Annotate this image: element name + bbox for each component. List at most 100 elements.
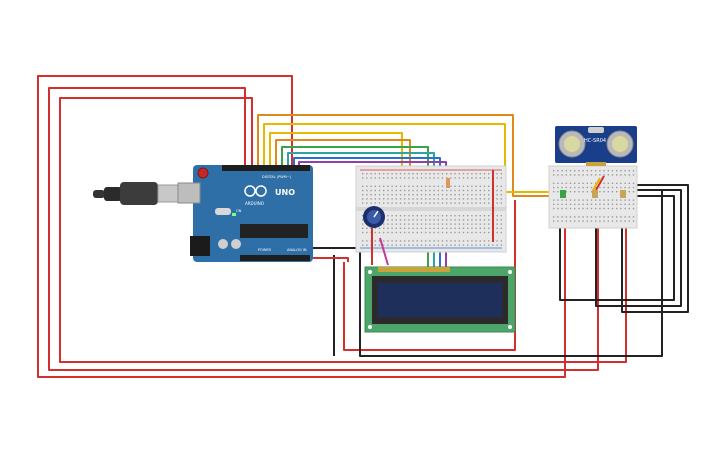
breadboard-hole — [378, 173, 381, 175]
reset-button[interactable] — [197, 167, 209, 179]
breadboard-hole — [553, 207, 555, 210]
breadboard-hole — [467, 215, 469, 217]
wire-orange[interactable] — [257, 114, 560, 197]
wire-orange-2[interactable] — [275, 139, 411, 190]
breadboard-hole — [561, 170, 563, 172]
bb2-comp-1[interactable] — [592, 190, 598, 198]
breadboard-hole — [561, 199, 563, 201]
breadboard-hole — [500, 189, 502, 192]
breadboard-hole — [488, 202, 490, 204]
breadboard-hole — [370, 185, 372, 187]
breadboard-hole — [578, 170, 580, 172]
bb2-jumper-red[interactable] — [595, 175, 605, 191]
breadboard-hole — [383, 198, 385, 200]
wire-red-loop-3[interactable] — [59, 97, 627, 363]
breadboard-hole — [378, 202, 381, 204]
breadboard-hole — [479, 177, 481, 179]
breadboard-hole — [607, 199, 609, 201]
breadboard-hole — [483, 215, 486, 217]
breadboard-hole — [378, 189, 381, 192]
breadboard-hole — [446, 177, 448, 179]
pink-jumper-bb[interactable] — [379, 237, 389, 266]
breadboard-hole — [399, 198, 402, 200]
potentiometer[interactable] — [363, 206, 385, 228]
resistor[interactable] — [446, 178, 450, 188]
breadboard-hole — [399, 223, 402, 225]
breadboard-hole — [441, 189, 444, 192]
breadboard-hole — [586, 182, 588, 184]
breadboard-hole — [565, 216, 567, 218]
usb-plug-tip — [93, 190, 105, 198]
breadboard-hole — [496, 173, 498, 175]
breadboard-hole — [412, 219, 414, 221]
breadboard-hole — [416, 198, 418, 200]
breadboard-hole — [370, 189, 372, 192]
wire-red-loop-1[interactable] — [37, 75, 566, 378]
breadboard-hole — [437, 223, 439, 225]
breadboard-hole — [362, 231, 364, 234]
breadboard-hole — [441, 244, 444, 246]
breadboard-hole — [492, 244, 494, 246]
breadboard-hole — [387, 202, 389, 204]
breadboard-hole — [412, 231, 414, 234]
wire-black-2[interactable] — [595, 189, 682, 307]
breadboard-hole — [632, 220, 635, 222]
breadboard-hole — [611, 207, 614, 210]
breadboard-hole — [420, 219, 423, 221]
arduino-uno-board[interactable]: UNO ARDUINO DIGITAL (PWM~) POWER ANALOG … — [177, 165, 313, 262]
breadboard-hole — [467, 177, 469, 179]
ultrasonic-sensor[interactable]: HC-SR04 — [555, 126, 637, 166]
wire-black-1[interactable] — [590, 184, 689, 313]
breadboard-hole — [395, 173, 397, 175]
breadboard-hole — [607, 182, 609, 184]
breadboard-hole — [471, 219, 473, 221]
breadboard-hole — [446, 227, 448, 229]
usb-cable[interactable] — [93, 182, 181, 205]
breadboard-hole — [454, 185, 456, 187]
wire-red-loop-2[interactable] — [48, 87, 599, 371]
breadboard-hole — [437, 244, 439, 246]
breadboard-hole — [404, 189, 406, 192]
breadboard-hole — [475, 194, 477, 196]
sensor-crystal — [588, 127, 604, 133]
breadboard-hole — [446, 219, 448, 221]
breadboard-hole — [408, 231, 410, 234]
breadboard-hole — [437, 202, 439, 204]
breadboard-hole — [450, 223, 452, 225]
breadboard-hole — [416, 240, 418, 242]
breadboard-hole — [391, 240, 393, 242]
breadboard-hole — [362, 202, 364, 204]
bb2-jumper-yellow[interactable] — [591, 177, 601, 193]
breadboard-hole — [553, 170, 555, 172]
lcd-16x2[interactable] — [364, 266, 516, 333]
usb-connector-metal — [157, 184, 181, 203]
breadboard-hole — [616, 199, 618, 201]
breadboard-hole — [362, 215, 364, 217]
breadboard-hole — [574, 182, 576, 184]
breadboard-hole — [565, 174, 567, 176]
breadboard-hole — [437, 215, 439, 217]
bb2-comp-green[interactable] — [560, 190, 566, 198]
breadboard-hole — [561, 182, 563, 184]
wire-red-lcd-pin[interactable] — [313, 257, 349, 262]
wire-black-3[interactable] — [559, 195, 675, 301]
breadboard-small[interactable] — [548, 165, 638, 229]
breadboard-hole — [362, 219, 364, 221]
breadboard-hole — [483, 227, 486, 229]
breadboard-hole — [496, 189, 498, 192]
breadboard-hole — [590, 203, 593, 205]
bb2-comp-2[interactable] — [620, 190, 626, 198]
breadboard-hole — [374, 202, 376, 204]
breadboard-hole — [383, 173, 385, 175]
breadboard-hole — [412, 173, 414, 175]
breadboard-hole — [582, 199, 584, 201]
breadboard-hole — [429, 194, 431, 196]
breadboard-hole — [611, 182, 614, 184]
breadboard-hole — [496, 177, 498, 179]
breadboard-hole — [488, 198, 490, 200]
breadboard-hole — [450, 198, 452, 200]
breadboard-hole — [565, 207, 567, 210]
breadboard-hole — [488, 219, 490, 221]
breadboard-hole — [399, 173, 402, 175]
breadboard-hole — [488, 231, 490, 234]
